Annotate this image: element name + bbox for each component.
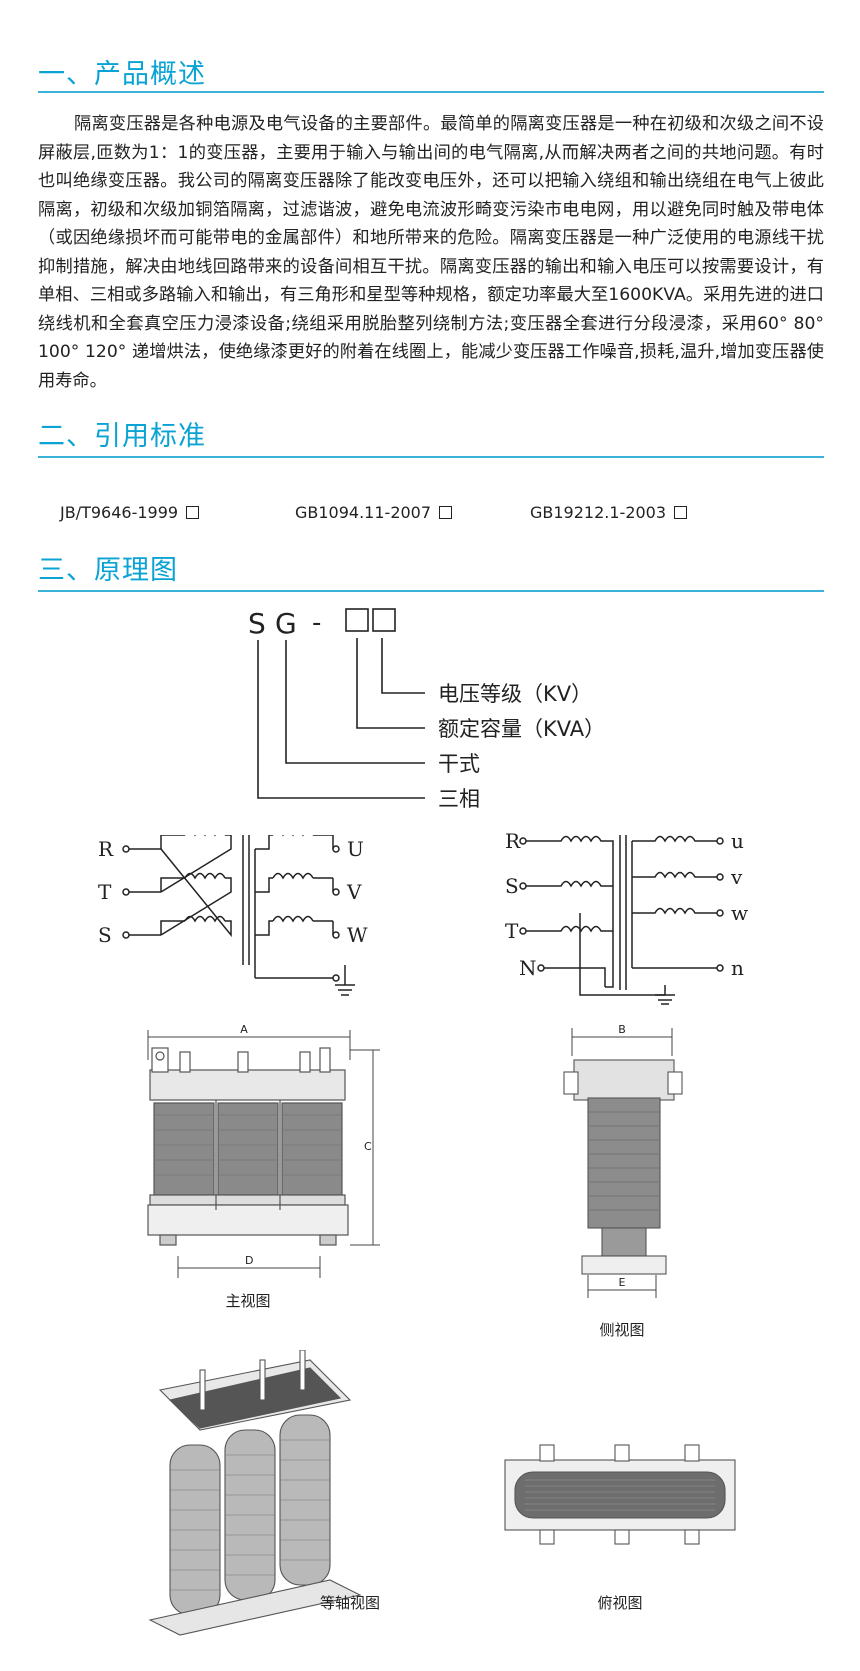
terminal-label: u bbox=[731, 829, 744, 853]
terminal-label: w bbox=[731, 901, 748, 925]
checkbox-icon bbox=[674, 506, 688, 519]
section-title-overview: 一、产品概述 bbox=[38, 59, 206, 90]
model-letter-s: S bbox=[248, 607, 266, 640]
checkbox-icon bbox=[186, 506, 200, 519]
section-divider bbox=[38, 91, 824, 93]
legend-three-phase: 三相 bbox=[438, 787, 480, 811]
terminal-label: V bbox=[346, 880, 362, 904]
blank-box-icon bbox=[372, 608, 396, 632]
terminal-label: S bbox=[505, 874, 519, 898]
dimension-label: B bbox=[618, 1023, 626, 1036]
terminal-label: R bbox=[98, 837, 114, 861]
section-title-principle: 三、原理图 bbox=[38, 555, 178, 586]
isometric-view-drawing: 等轴视图 bbox=[148, 1350, 380, 1636]
section-title-standards: 二、引用标准 bbox=[38, 421, 206, 452]
leader-line bbox=[257, 640, 425, 799]
checkbox-icon bbox=[439, 506, 453, 519]
dimension-label: E bbox=[619, 1276, 626, 1289]
model-letter-g: G bbox=[275, 607, 297, 640]
terminal-label: U bbox=[347, 837, 364, 861]
terminal-label: T bbox=[505, 919, 519, 943]
leader-line bbox=[285, 640, 425, 764]
terminal-label: v bbox=[730, 865, 743, 889]
side-view-drawing: B E 侧视图 bbox=[563, 1023, 683, 1339]
standard-code: JB/T9646-1999 bbox=[60, 503, 179, 522]
dimension-label: D bbox=[245, 1254, 253, 1267]
view-caption: 等轴视图 bbox=[320, 1594, 380, 1612]
standard-code: GB19212.1-2003 bbox=[530, 503, 667, 522]
delta-wye-circuit: R T S U V W bbox=[98, 835, 368, 996]
model-dash: - bbox=[312, 608, 321, 638]
standard-code: GB1094.11-2007 bbox=[295, 503, 432, 522]
view-caption: 俯视图 bbox=[597, 1594, 642, 1612]
overview-paragraph: 隔离变压器是各种电源及电气设备的主要部件。最简单的隔离变压器是一种在初级和次级之… bbox=[38, 114, 824, 391]
dimension-label: C bbox=[364, 1140, 372, 1153]
leader-line bbox=[356, 638, 425, 729]
terminal-label: T bbox=[98, 880, 112, 904]
standard-item: JB/T9646-1999 bbox=[60, 503, 200, 522]
top-view-drawing: 俯视图 bbox=[504, 1444, 736, 1612]
terminal-label: S bbox=[98, 923, 112, 947]
terminal-label: n bbox=[731, 956, 744, 980]
leader-line bbox=[381, 638, 425, 694]
terminal-label: N bbox=[519, 956, 537, 980]
legend-dry-type: 干式 bbox=[438, 752, 480, 776]
front-view-drawing: A C D 主视图 bbox=[147, 1023, 380, 1310]
dimension-label: A bbox=[240, 1023, 248, 1036]
standard-item: GB19212.1-2003 bbox=[530, 503, 688, 522]
standard-item: GB1094.11-2007 bbox=[295, 503, 453, 522]
view-caption: 侧视图 bbox=[599, 1321, 644, 1339]
legend-capacity: 额定容量（KVA） bbox=[438, 717, 605, 741]
view-caption: 主视图 bbox=[225, 1292, 270, 1310]
wye-wye-circuit: R S T N u v w n bbox=[505, 829, 748, 1005]
model-code-diagram: S G - 电压等级（KV） 额定容量（KVA） 干式 三相 bbox=[248, 607, 605, 811]
terminal-label: W bbox=[347, 923, 368, 947]
section-divider bbox=[38, 590, 824, 592]
blank-box-icon bbox=[345, 608, 369, 632]
section-divider bbox=[38, 456, 824, 458]
legend-voltage: 电压等级（KV） bbox=[438, 682, 592, 706]
terminal-label: R bbox=[505, 829, 521, 853]
